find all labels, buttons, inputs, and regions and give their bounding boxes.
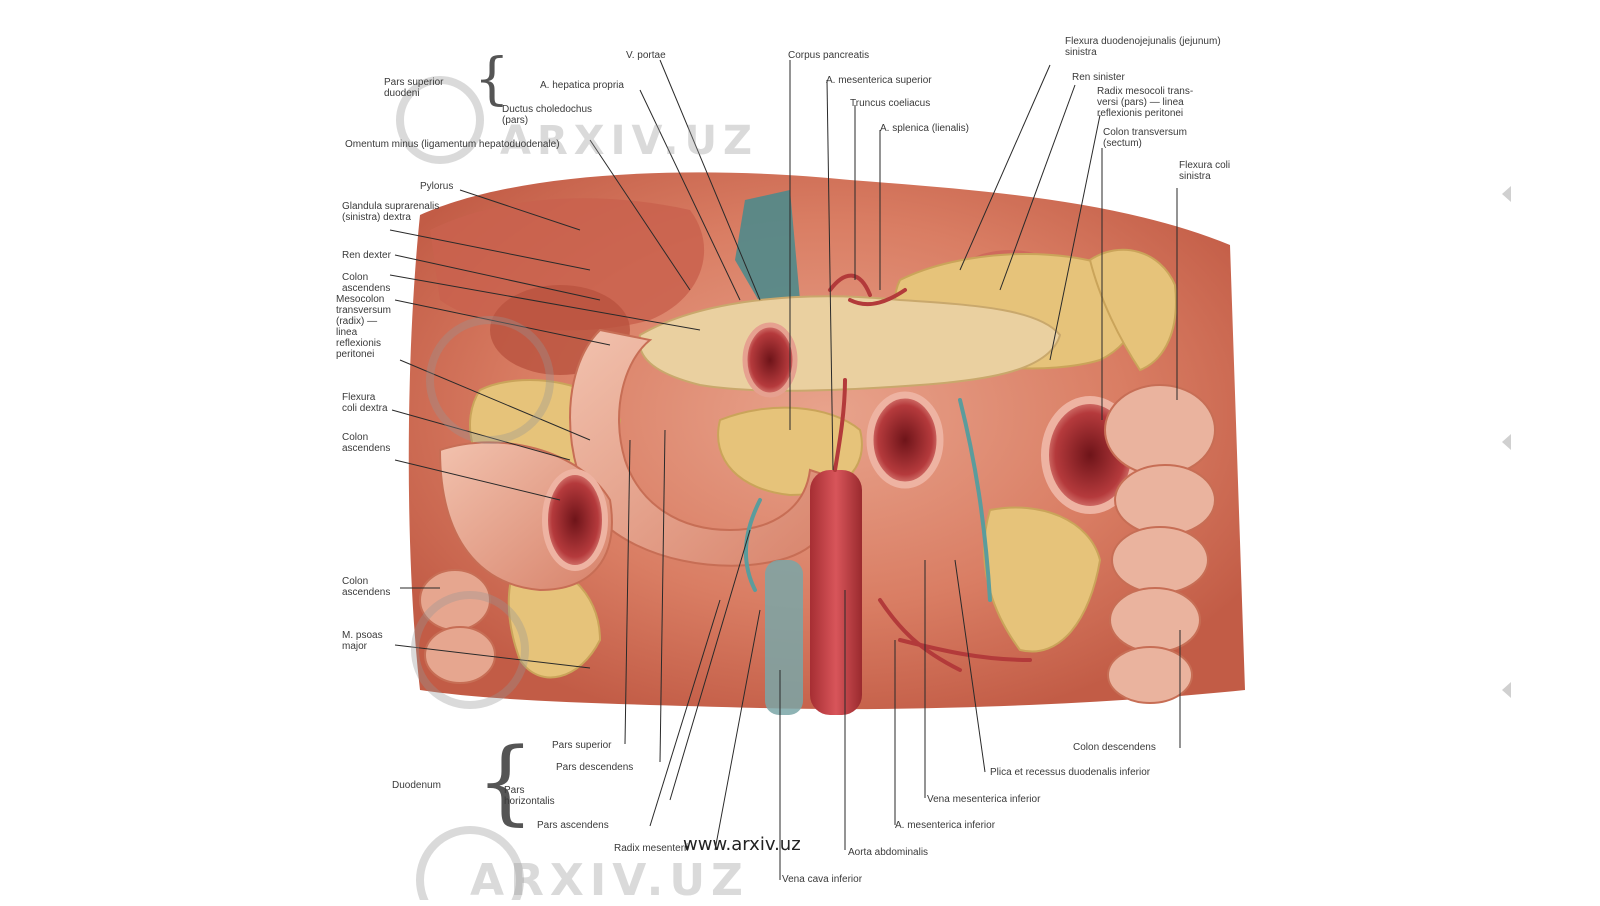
label-pars-superior-group: Pars superior duodeni — [384, 77, 444, 99]
label-colon-ascendens: Colon ascendens — [342, 272, 391, 294]
label-flexura-coli-sinistra: Flexura coli sinistra — [1179, 160, 1231, 182]
label-colon-ascendens-2: Colon ascendens — [342, 432, 391, 454]
label-ductus-choledochus: Ductus choledochus (pars) — [502, 104, 593, 126]
label-flexura-duodenojejunalis: Flexura duodenojejunalis (jejunum) sinis… — [1065, 36, 1221, 58]
label-colon-descendens: Colon descendens — [1073, 742, 1156, 753]
label-colon-transversum: Colon transversum (sectum) — [1103, 127, 1187, 149]
watermark-brand: ARXIV.UZ — [500, 118, 758, 164]
label-a-splenica: A. splenica (lienalis) — [880, 123, 969, 134]
label-glandula: Glandula suprarenalis (sinistra) dextra — [342, 201, 440, 223]
brace-bottom: { — [476, 728, 535, 835]
previous-arrow-icon[interactable] — [1502, 682, 1511, 698]
colon-ascendens-lumen — [542, 469, 608, 571]
liver-region — [430, 198, 705, 331]
colon-ascendens-haustra — [419, 569, 496, 684]
label-radix-mesocolon-left: Radix mesocoli trans- versi (pars) — lin… — [1097, 86, 1194, 119]
watermark-magnifier-icon — [396, 76, 554, 900]
duodenum-lumen — [742, 322, 798, 398]
label-a-hepatica: A. hepatica propria — [540, 80, 624, 91]
label-vena-cava: Vena cava inferior — [782, 874, 863, 885]
label-pars-superior: Pars superior — [552, 740, 612, 751]
label-duodenum: Duodenum — [392, 780, 441, 791]
label-pars-ascendens: Pars ascendens — [537, 820, 609, 831]
label-ren-sinister: Ren sinister — [1072, 72, 1125, 83]
colon-descendens-shape — [1104, 384, 1216, 704]
aorta-shape — [810, 470, 862, 715]
label-colon-ascendens-3: Colon ascendens — [342, 576, 391, 598]
label-aorta-abdominalis: Aorta abdominalis — [848, 847, 929, 858]
label-v-portae: V. portae — [626, 50, 666, 61]
label-vena-mesenterica-inf: Vena mesenterica inferior — [927, 794, 1041, 805]
label-pars-descendens: Pars descendens — [556, 762, 634, 773]
label-pylorus: Pylorus — [420, 181, 454, 192]
leader-lines — [389, 59, 1181, 880]
teal-vessels — [743, 398, 992, 602]
previous-arrow-icon[interactable] — [1502, 186, 1511, 202]
vena-cava-shape — [765, 560, 803, 715]
label-a-mesenterica-sup: A. mesenterica superior — [826, 75, 932, 86]
label-radix-mesenterii: Radix mesenterii — [614, 843, 689, 854]
label-plica-duodenalis: Plica et recessus duodenalis inferior — [990, 767, 1151, 778]
small-vessels — [828, 273, 1032, 672]
label-truncus-coeliacus: Truncus coeliacus — [850, 98, 931, 109]
label-omentum-minus: Omentum minus (ligamentum hepatoduodenal… — [345, 139, 560, 150]
label-ren-dexter: Ren dexter — [342, 250, 391, 261]
label-pars-horizontalis: Pars horizontalis — [504, 785, 555, 807]
watermark-url: www.arxiv.uz — [683, 834, 801, 855]
label-corpus-pancreatis: Corpus pancreatis — [788, 50, 870, 61]
portal-vein-shape — [735, 190, 800, 320]
label-a-mesenterica-inf: A. mesenterica inferior — [895, 820, 996, 831]
label-flexura: Flexura coli dextra — [342, 392, 388, 414]
brace-top: { — [474, 47, 510, 112]
jejunum-lumen — [866, 391, 944, 489]
label-mesocolon: Mesocolon transversum (radix) — linea re… — [336, 294, 392, 360]
previous-arrow-icon[interactable] — [1502, 434, 1511, 450]
label-m-psoas: M. psoas major — [342, 630, 383, 652]
watermark-brand: ARXIV.UZ — [470, 855, 749, 906]
